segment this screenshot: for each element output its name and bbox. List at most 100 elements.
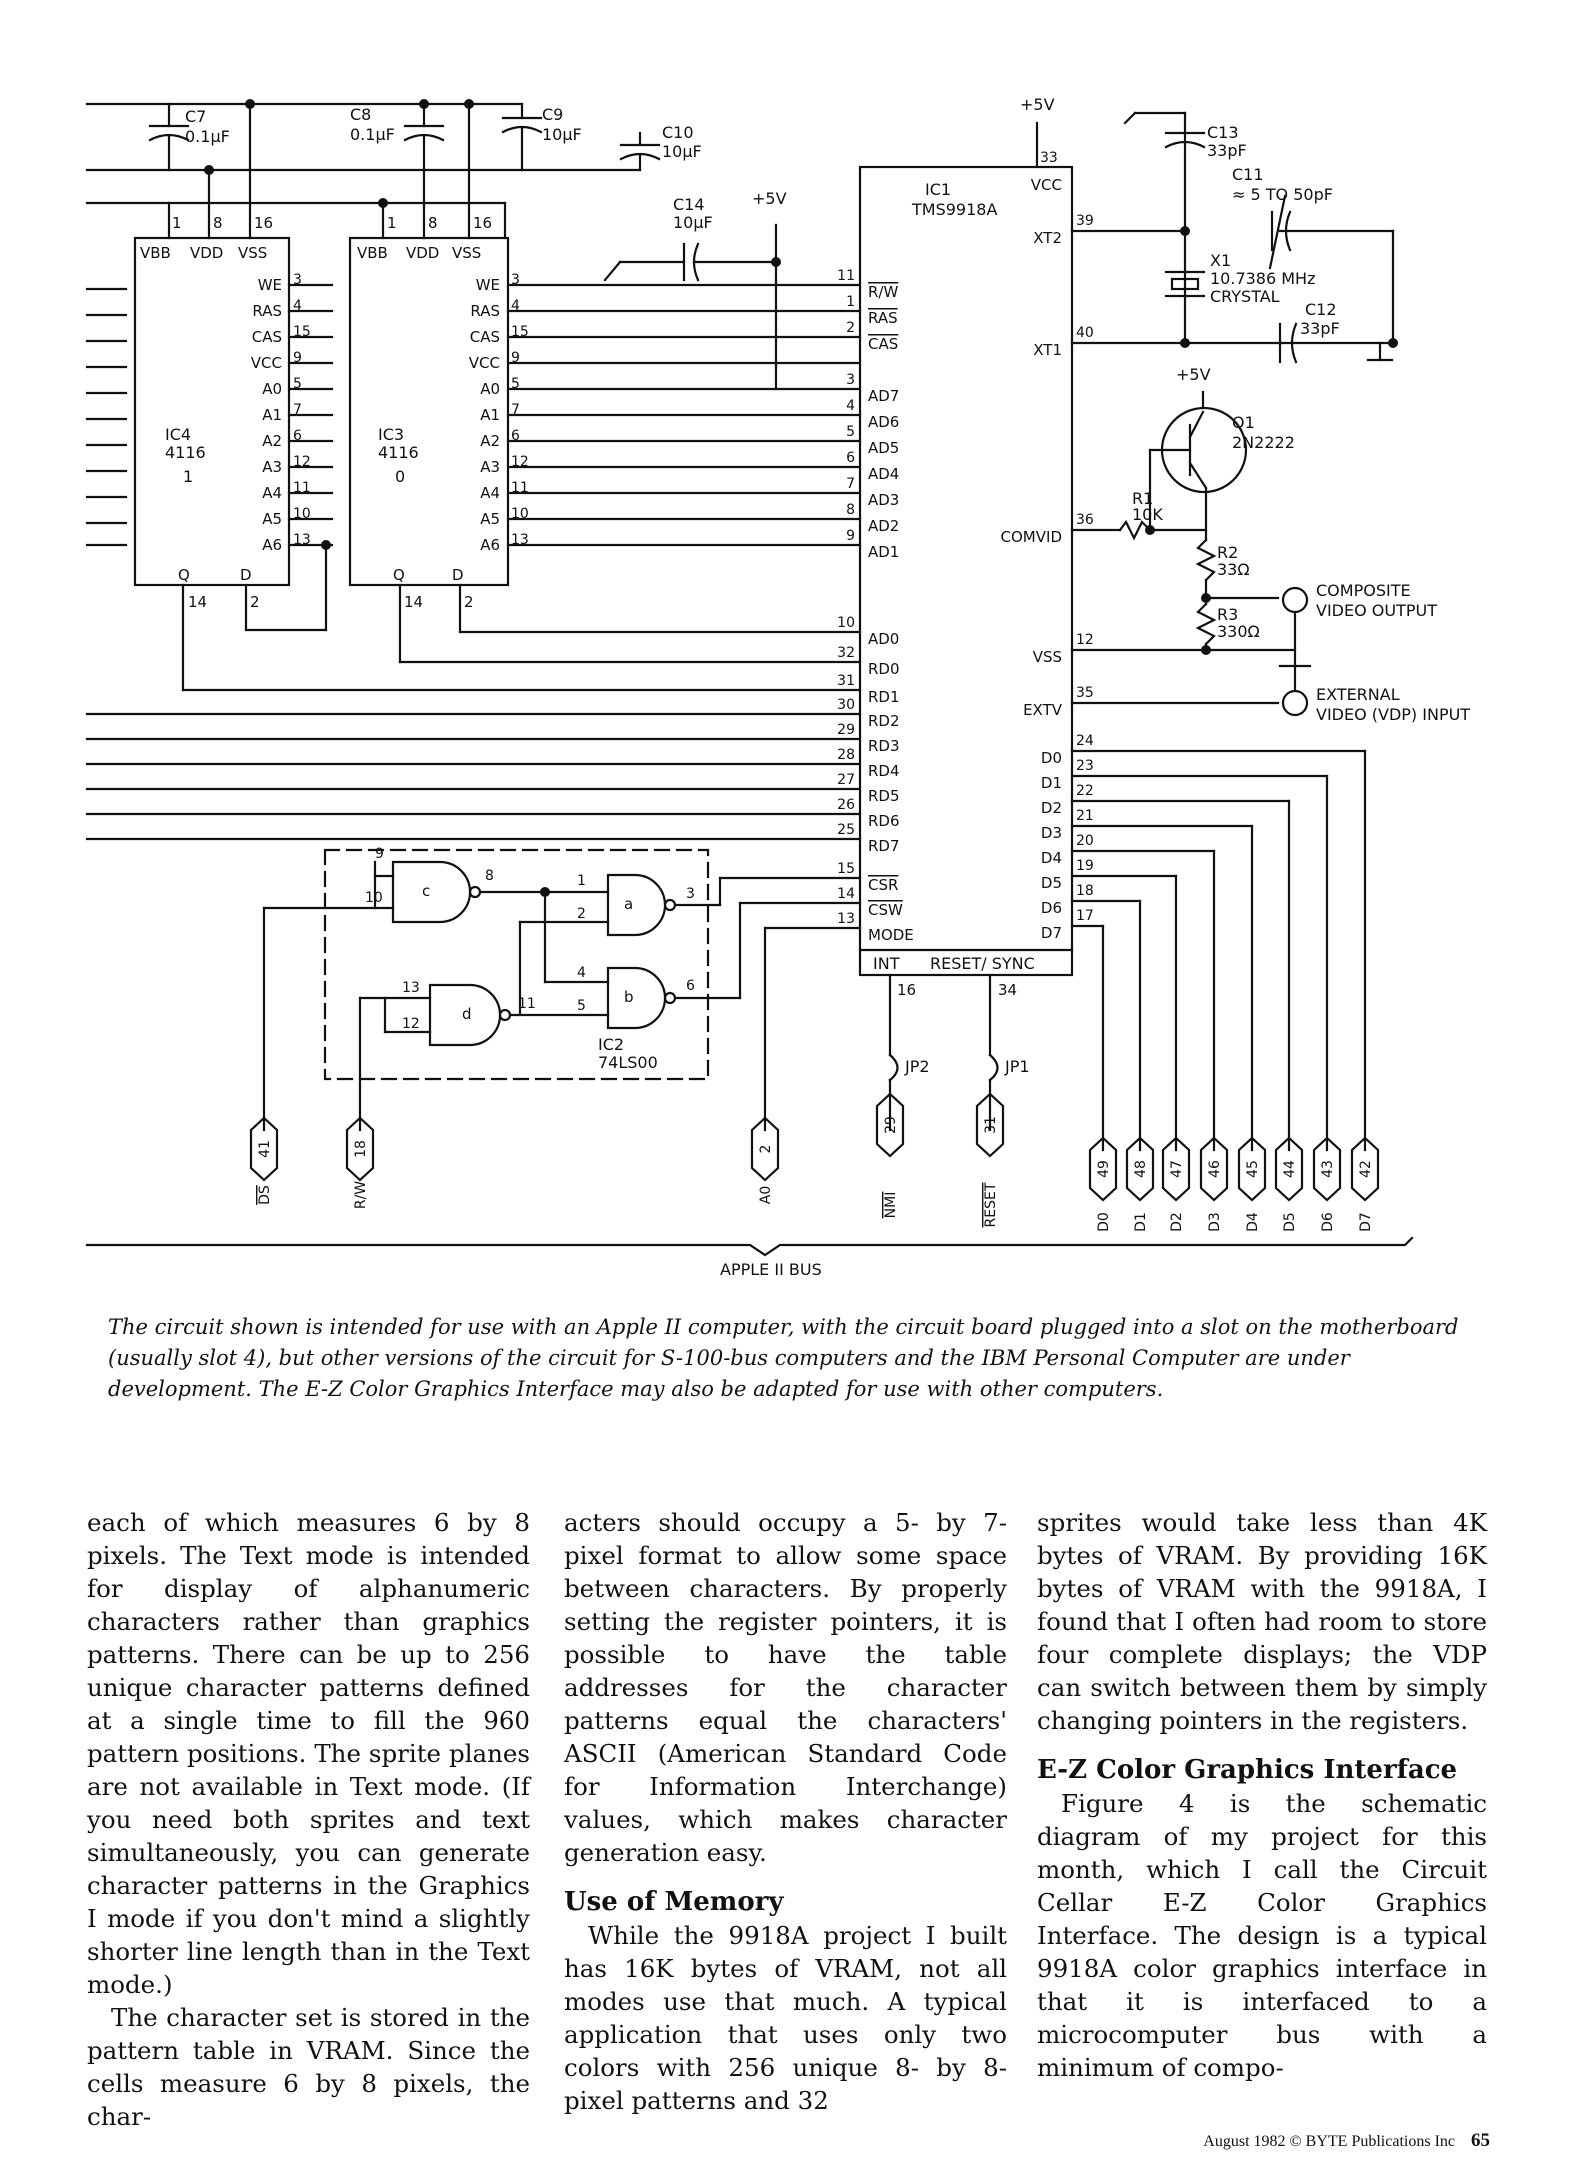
- schematic-figure: C7 0.1µF C8 0.1µF C9 10µF C10 10µF C13 3…: [85, 95, 1470, 1279]
- gate-c-out: 8: [485, 868, 494, 884]
- vdp-pin-number: 40: [1076, 325, 1094, 341]
- ic3-part: 4116: [378, 443, 419, 462]
- vdp-pin-number: 23: [1076, 758, 1094, 774]
- vdp-pin-number: 28: [837, 747, 855, 763]
- extvideo-label-2: VIDEO (VDP) INPUT: [1316, 705, 1470, 724]
- ic4-vbb: VBB: [140, 244, 171, 262]
- vdp-pin-name: D0: [1041, 749, 1062, 767]
- vdp-pin-number: 22: [1076, 783, 1094, 799]
- bus-pin-number: 31: [983, 1116, 999, 1134]
- ic3-ref: IC3: [378, 425, 404, 444]
- vdp-pin-name: RD0: [868, 660, 900, 678]
- c8-value: 0.1µF: [350, 125, 395, 144]
- ic4-signal-pin: 4: [293, 298, 302, 314]
- ic4-d: D: [240, 566, 252, 584]
- vdp-pin-number: 10: [837, 615, 855, 631]
- ic3-signal-pin: 12: [511, 454, 529, 470]
- c13-value: 33pF: [1207, 141, 1247, 160]
- ic3-signal-label: A0: [480, 380, 500, 398]
- ic3-signal-label: RAS: [470, 302, 500, 320]
- page-number: 65: [1471, 2130, 1490, 2151]
- c11-label: C11: [1232, 165, 1264, 184]
- bus-pin-number: 45: [1245, 1160, 1261, 1178]
- bus-pin-number: 46: [1207, 1160, 1223, 1178]
- ic3-signal-label: A4: [480, 484, 500, 502]
- ic3-signal-label: A6: [480, 536, 500, 554]
- vdp-pin-name: VCC: [1031, 176, 1062, 194]
- vdp-pin-number: 13: [837, 911, 855, 927]
- ic3-signal-label: VCC: [469, 354, 500, 372]
- vdp-pin-name: D4: [1041, 849, 1062, 867]
- bus-pin-name: D6: [1320, 1212, 1336, 1232]
- supply-label: +5V: [752, 189, 787, 208]
- gate-b-in1: 4: [577, 965, 586, 981]
- col1-paragraph-2: The character set is stored in the patte…: [87, 2003, 530, 2131]
- ic4-signal-pin: 5: [293, 376, 302, 392]
- gate-a-in2: 2: [577, 906, 586, 922]
- vdp-pin-name: RD4: [868, 762, 900, 780]
- vdp-pin-number: 18: [1076, 883, 1094, 899]
- ic2-part: 74LS00: [598, 1053, 658, 1072]
- vdp-pin-number: 29: [837, 722, 855, 738]
- vdp-pin-number: 2: [846, 320, 855, 336]
- bus-pin-name: D5: [1282, 1212, 1298, 1232]
- vdp-pin-name: D3: [1041, 824, 1062, 842]
- col1-paragraph-1: each of which measures 6 by 8 pixels. Th…: [87, 1508, 530, 1999]
- ic4-signal-label: A0: [262, 380, 282, 398]
- ic3-pin-top-1: 1: [387, 214, 397, 232]
- ic3-signal-label: A5: [480, 510, 500, 528]
- ic3-signal-pin: 15: [511, 324, 529, 340]
- r2-value: 33Ω: [1217, 560, 1250, 579]
- vdp-pin-name: D2: [1041, 799, 1062, 817]
- vdp-pin-number: 19: [1076, 858, 1094, 874]
- vdp-int-label: INT: [873, 954, 900, 973]
- ic3-vdd: VDD: [406, 244, 439, 262]
- c14-label: C14: [673, 195, 705, 214]
- ic4-part: 4116: [165, 443, 206, 462]
- vdp-pin-name: COMVID: [1001, 528, 1062, 546]
- bus-pin-name: D4: [1245, 1212, 1261, 1232]
- ic3-pin-14: 14: [404, 593, 423, 611]
- supply-label-q1: +5V: [1176, 365, 1211, 384]
- c9-value: 10µF: [542, 125, 582, 144]
- r1-ref: R1: [1132, 489, 1153, 508]
- vdp-pin-name: AD6: [868, 413, 899, 431]
- ic3-signal-pin: 4: [511, 298, 520, 314]
- q1-ref: Q1: [1232, 413, 1255, 432]
- vdp-pin-number: 27: [837, 772, 855, 788]
- composite-label-2: VIDEO OUTPUT: [1316, 601, 1437, 620]
- vdp-pin-name: AD4: [868, 465, 899, 483]
- bus-pin-name: D0: [1096, 1212, 1112, 1232]
- ic4-pin-top-8: 8: [213, 214, 223, 232]
- ic4-signal-label: A3: [262, 458, 282, 476]
- vdp-pin-number: 33: [1040, 150, 1058, 166]
- figure-caption: The circuit shown is intended for use wi…: [108, 1315, 1459, 1401]
- vdp-pin-name: AD2: [868, 517, 899, 535]
- jp1-label: JP1: [1004, 1057, 1030, 1076]
- ic4-vdd: VDD: [190, 244, 223, 262]
- vdp-pin-number: 4: [846, 398, 855, 414]
- vdp-pin-name: AD7: [868, 387, 899, 405]
- vdp-pin-number: 5: [846, 424, 855, 440]
- vdp-pin-number: 25: [837, 822, 855, 838]
- vdp-pin-name: RD2: [868, 712, 900, 730]
- gate-b-in2: 5: [577, 998, 586, 1014]
- ic2-ref: IC2: [598, 1035, 624, 1054]
- ic3-pin-top-16: 16: [473, 214, 492, 232]
- bus-pin-number: 41: [257, 1140, 273, 1158]
- c10-label: C10: [662, 123, 694, 142]
- r1-value: 10K: [1132, 505, 1163, 524]
- ic3-signal-pin: 6: [511, 428, 520, 444]
- vdp-pin-number: 30: [837, 697, 855, 713]
- ic4-q: Q: [178, 566, 190, 584]
- vdp-pin-name: RD6: [868, 812, 900, 830]
- c7-value: 0.1µF: [185, 127, 230, 146]
- c12-label: C12: [1305, 300, 1337, 319]
- bus-pin-number: 2: [758, 1145, 774, 1154]
- ic4-pin-14: 14: [188, 593, 207, 611]
- gate-a-in1: 1: [577, 873, 586, 889]
- c9-label: C9: [542, 105, 563, 124]
- bus-pin-name: D7: [1358, 1212, 1374, 1232]
- vdp-pin-number: 31: [837, 673, 855, 689]
